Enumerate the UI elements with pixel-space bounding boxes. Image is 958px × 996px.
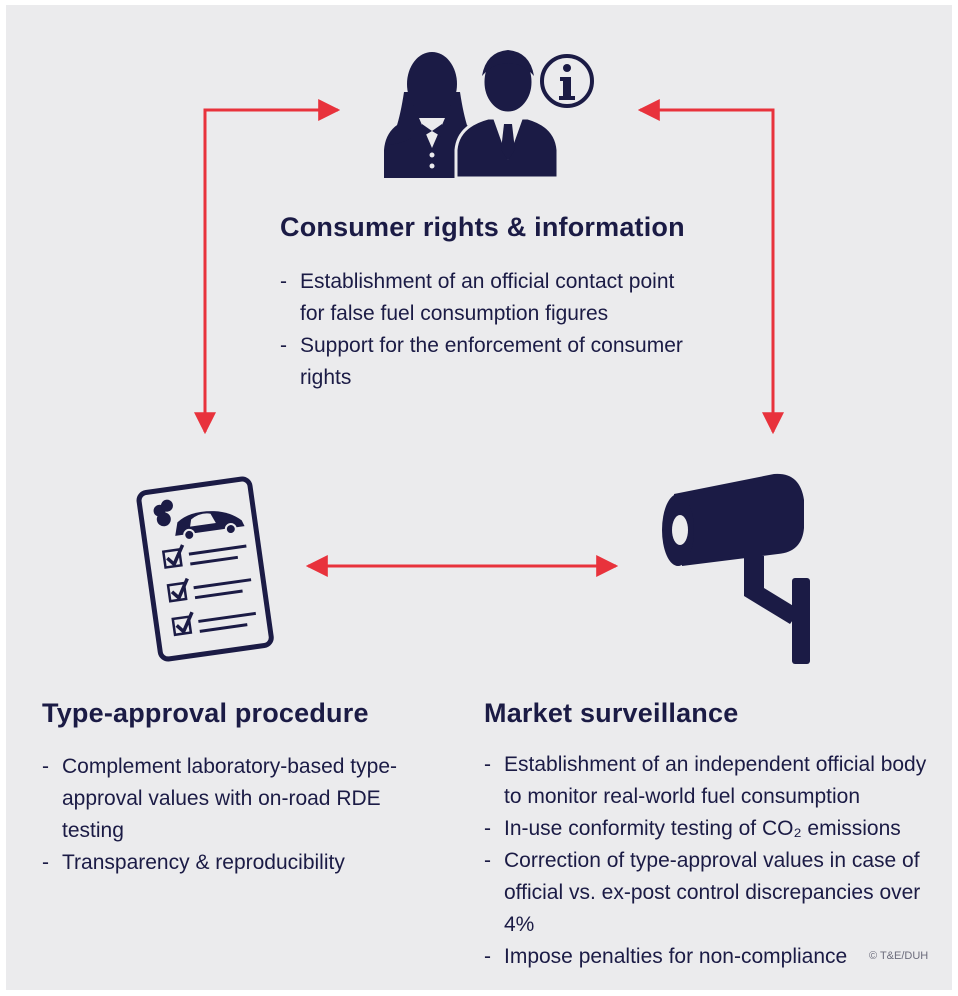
market-surveillance-title: Market surveillance <box>484 698 739 728</box>
consumer-rights-title: Consumer rights & information <box>280 212 685 242</box>
info-icon <box>540 54 594 108</box>
consumers-icon <box>384 49 560 180</box>
copyright-credit: © T&E/DUH <box>869 950 929 962</box>
arrow-consumer-to-type-approval <box>194 99 341 435</box>
list-item: Correction of type-approval values in ca… <box>484 845 946 941</box>
market-surveillance-bullets: Establishment of an independent official… <box>484 749 946 973</box>
arrow-consumer-to-market <box>637 99 784 435</box>
list-item: In-use conformity testing of CO₂ emissio… <box>484 813 946 845</box>
type-approval-bullets: Complement laboratory-based type-approva… <box>42 751 442 879</box>
type-approval-title: Type-approval procedure <box>42 698 369 728</box>
type-approval-checklist-icon <box>136 476 274 662</box>
surveillance-camera-icon <box>662 473 810 664</box>
list-item: Establishment of an official contact poi… <box>280 266 695 330</box>
list-item: Support for the enforcement of consumer … <box>280 330 695 394</box>
list-item: Complement laboratory-based type-approva… <box>42 751 442 847</box>
list-item: Impose penalties for non-compliance <box>484 941 946 973</box>
list-item: Establishment of an independent official… <box>484 749 946 813</box>
consumer-rights-bullets: Establishment of an official contact poi… <box>280 266 695 394</box>
list-item: Transparency & reproducibility <box>42 847 442 879</box>
